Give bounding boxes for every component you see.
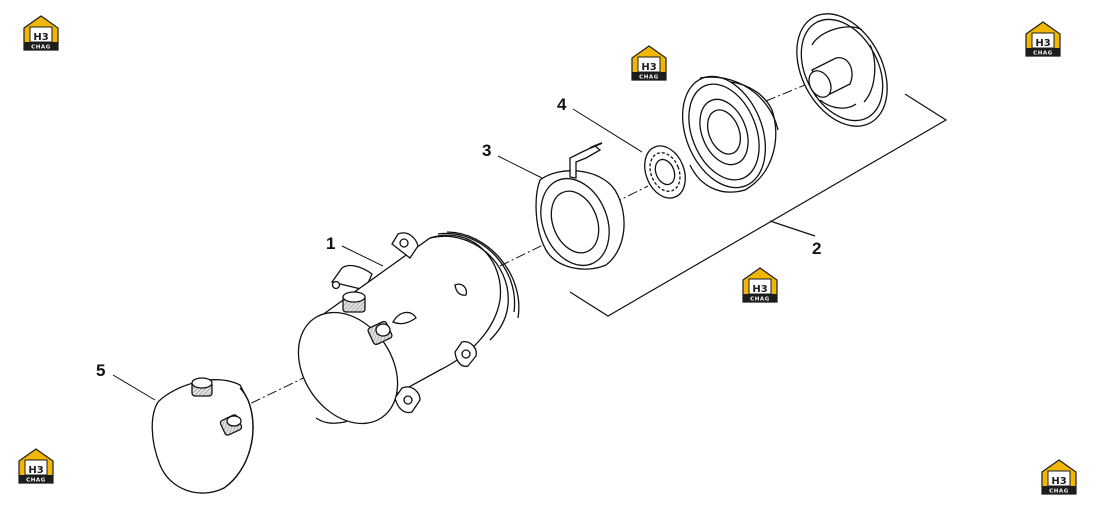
watermark-logo: H3 CHAG <box>18 448 54 484</box>
logo-text: CHAG <box>639 75 659 81</box>
logo-text: CHAG <box>750 297 770 303</box>
logo-mark: H3 <box>28 465 43 476</box>
watermark-logo: H3 CHAG <box>631 45 667 81</box>
callout-1: 1 <box>326 234 335 253</box>
logo-mark: H3 <box>1051 476 1066 487</box>
logo-mark: H3 <box>1035 38 1050 49</box>
logo-text: CHAG <box>1049 489 1069 495</box>
part-3-coil <box>535 142 625 270</box>
leader-lines <box>112 108 643 401</box>
callout-2: 2 <box>812 239 821 258</box>
part-1-compressor <box>297 231 520 425</box>
logo-mark: H3 <box>641 62 656 73</box>
callout-4: 4 <box>557 95 567 114</box>
watermark-logo: H3 CHAG <box>742 267 778 303</box>
part-4-bearing <box>644 145 686 199</box>
callout-3: 3 <box>482 141 491 160</box>
group-bracket-2 <box>569 93 948 317</box>
callout-5: 5 <box>96 361 105 380</box>
logo-text: CHAG <box>26 478 46 484</box>
logo-text: CHAG <box>31 45 51 51</box>
logo-text: CHAG <box>1033 51 1053 57</box>
clutch-plate <box>796 13 888 127</box>
logo-mark: H3 <box>33 32 48 43</box>
part-5-rear-cover <box>151 377 254 494</box>
watermark-logo: H3 CHAG <box>23 15 59 51</box>
watermark-logo: H3 CHAG <box>1041 459 1077 495</box>
pulley <box>681 75 779 193</box>
logo-mark: H3 <box>752 284 767 295</box>
watermark-logo: H3 CHAG <box>1025 21 1061 57</box>
